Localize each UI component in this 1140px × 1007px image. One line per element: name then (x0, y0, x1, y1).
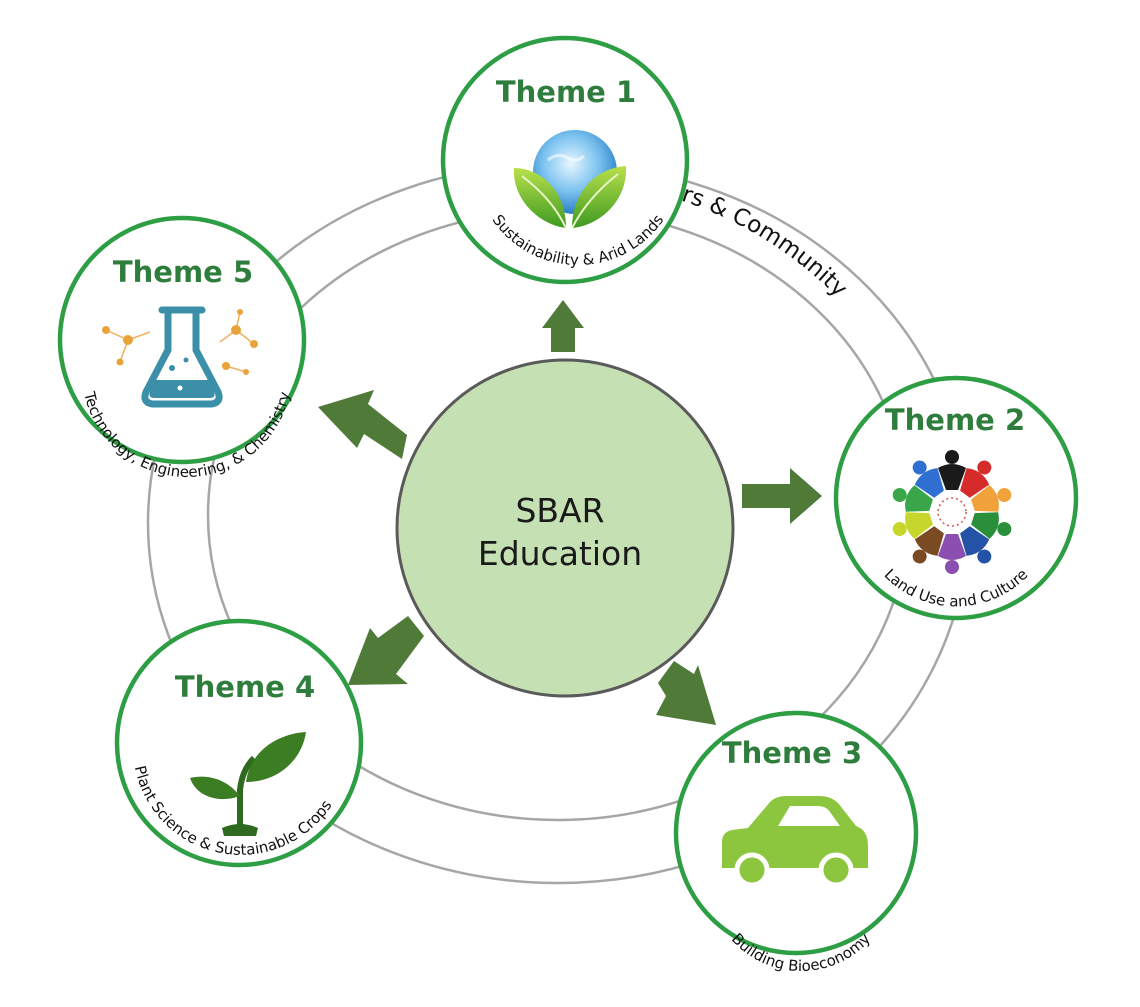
theme-node-circle (114, 618, 364, 868)
theme-2-node: Theme 2 Land Use and Culture (833, 375, 1079, 621)
arrow-to-theme-4 (348, 616, 424, 685)
theme-1-node: Theme 1 Sustainability & Arid Lands (440, 35, 690, 285)
flask-molecule-icon (102, 306, 258, 408)
arrow-to-theme-3 (656, 661, 716, 725)
theme-1-title: Theme 1 (496, 75, 636, 109)
arrow-to-theme-1 (542, 300, 584, 352)
theme-4-title: Theme 4 (175, 670, 315, 704)
center-title-line2: Education (478, 534, 642, 573)
car-icon (722, 796, 868, 888)
theme-3-node: Theme 3 Building Bioeconomy (673, 710, 919, 975)
theme-3-title: Theme 3 (722, 736, 862, 770)
theme-2-title: Theme 2 (885, 403, 1025, 437)
theme-node-circle (57, 215, 307, 465)
theme-4-node: Theme 4 Plant Science & Sustainable Crop… (114, 618, 364, 868)
center-title-line1: SBAR (515, 491, 604, 530)
center-circle (395, 358, 735, 698)
theme-5-node: Theme 5 (57, 215, 307, 481)
sprout-icon (190, 732, 306, 836)
theme-node-circle (833, 375, 1079, 621)
arrow-to-theme-2 (742, 468, 822, 524)
globe-leaves-icon (513, 130, 627, 229)
arrow-to-theme-5 (318, 390, 407, 459)
theme-5-title: Theme 5 (113, 255, 253, 289)
center-node: SBAR Education (395, 358, 735, 698)
people-circle-icon (892, 450, 1012, 574)
arrows (318, 300, 822, 725)
